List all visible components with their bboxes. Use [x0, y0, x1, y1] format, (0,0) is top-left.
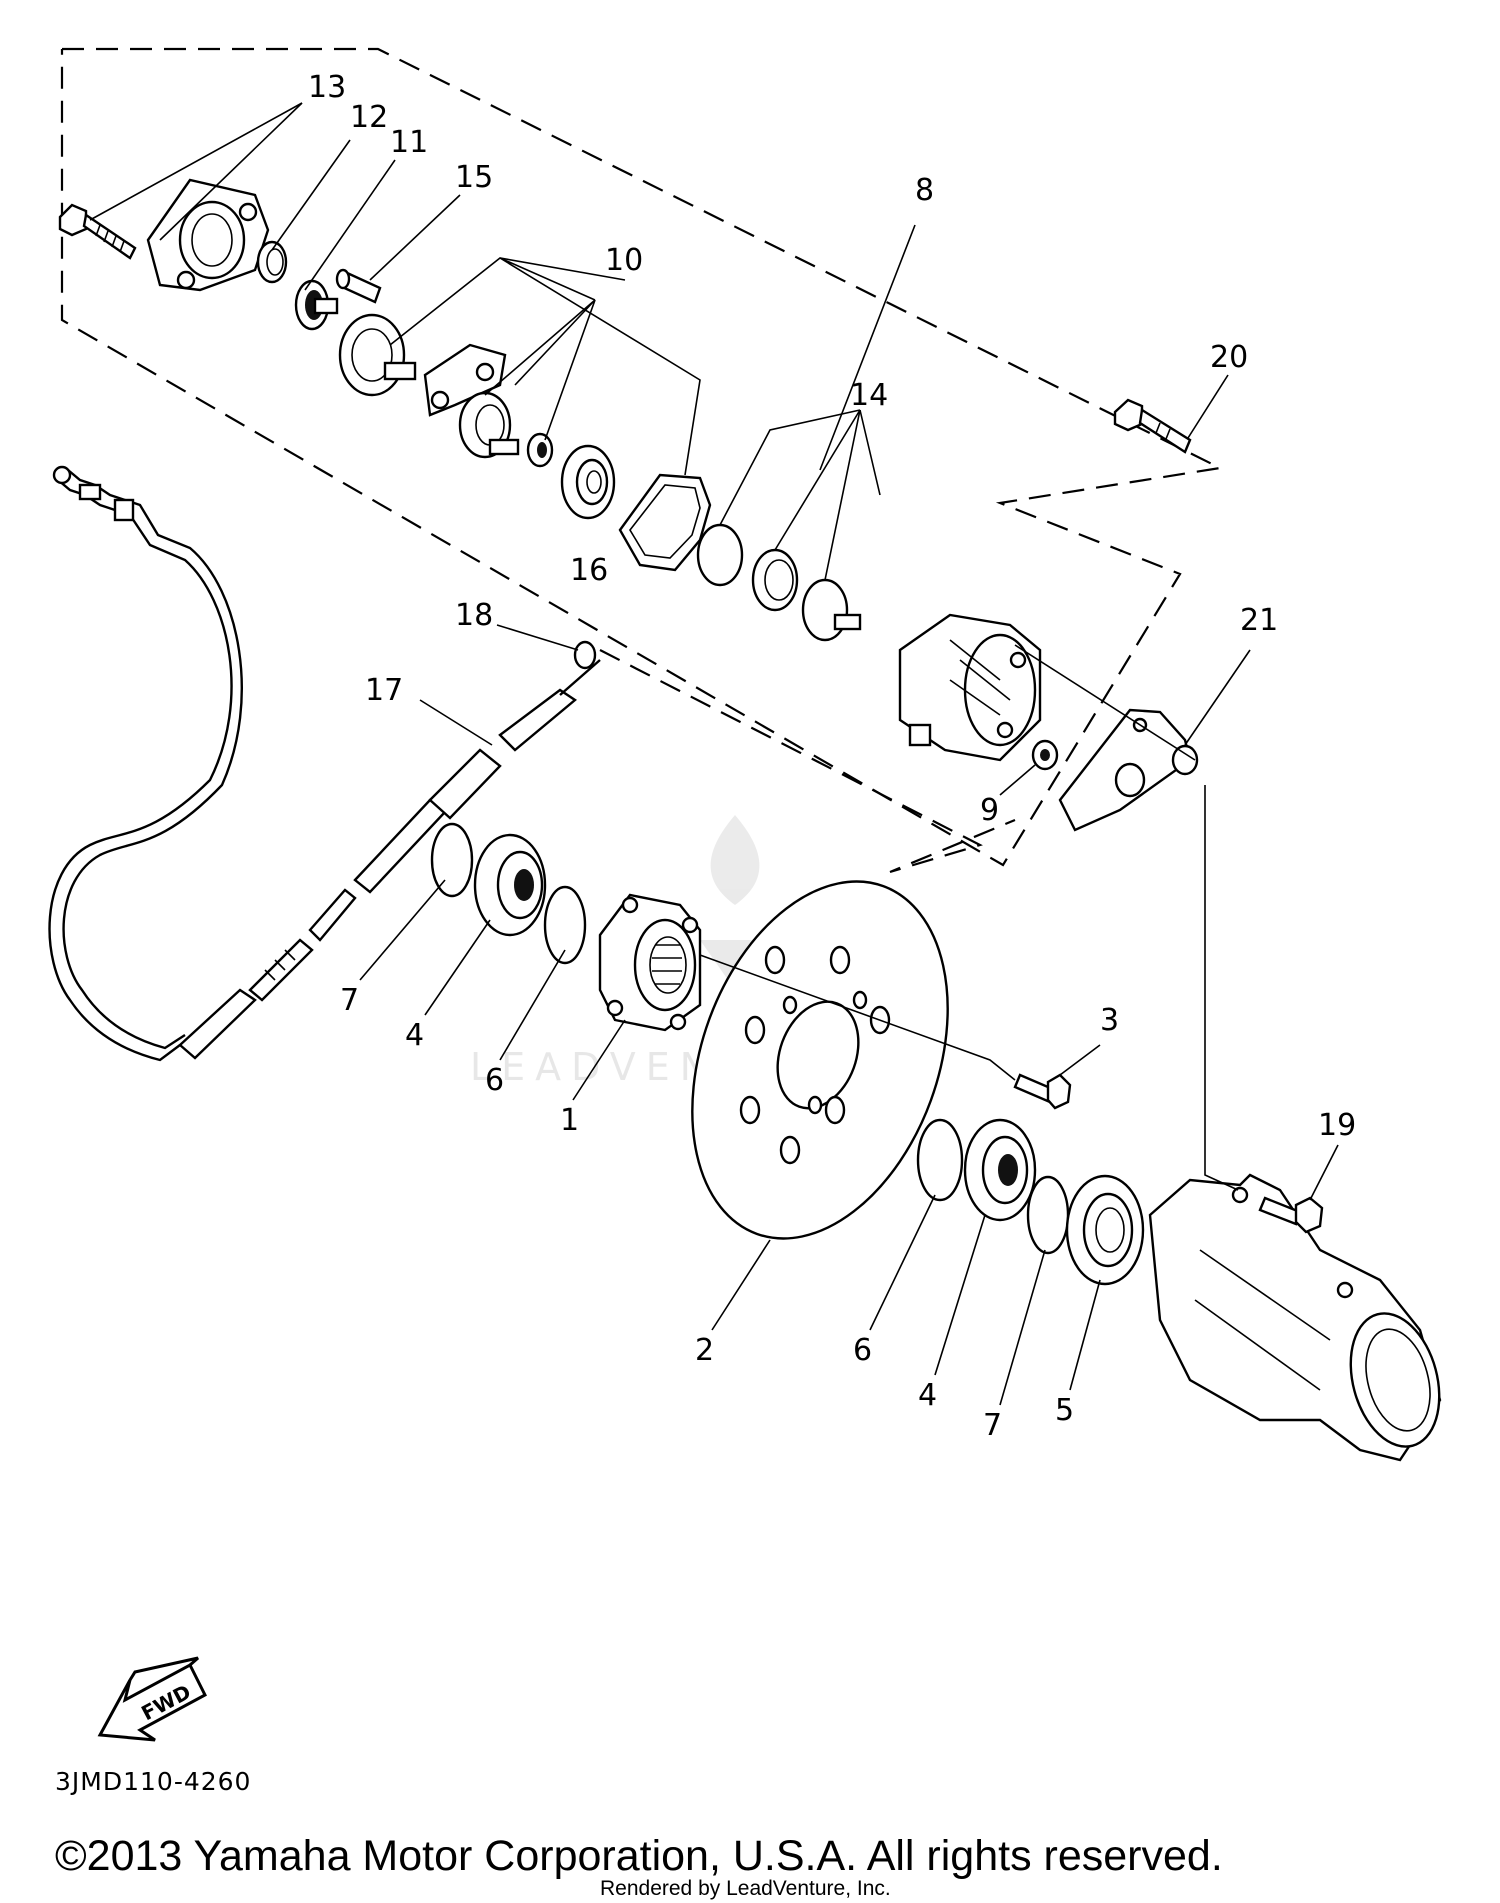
callout-16: 16: [570, 553, 608, 588]
callout-18: 18: [455, 598, 493, 633]
oil-seal-left: [473, 833, 547, 937]
callout-21: 21: [1240, 603, 1278, 638]
o-ring-inner-right: [916, 1118, 964, 1202]
gasket: [618, 473, 712, 572]
callout-13: 13: [308, 70, 346, 105]
disc-bolt: [1013, 1073, 1072, 1110]
callout-6-left: 6: [485, 1063, 504, 1098]
callout-19: 19: [1318, 1108, 1356, 1143]
caliper-body: [898, 613, 1042, 762]
brake-hub: [598, 893, 702, 1032]
leader-lines: [89, 102, 1339, 1406]
small-nut: [526, 432, 554, 468]
hub-to-disc-line: [699, 954, 1016, 1081]
adjuster-plate: [423, 343, 507, 417]
axle-housing: [1148, 1173, 1442, 1462]
callout-4-left: 4: [405, 1018, 424, 1053]
bearing: [560, 444, 616, 520]
forward-direction-arrow-icon: FWD: [97, 1656, 207, 1742]
caliper-bolt: [58, 203, 137, 260]
oil-seal-right: [963, 1118, 1037, 1222]
diagram-code: 3JMD110-4260: [55, 1767, 251, 1796]
caliper-mounting-bracket: [1058, 708, 1199, 832]
caliper-cover-bracket: [146, 178, 270, 292]
clip: [573, 640, 597, 670]
callout-labels: 13 12 11 15 10 8 20 14 16 18 17 21 9 7 4…: [308, 70, 1356, 1443]
rendered-by-credit: Rendered by LeadVenture, Inc.: [600, 1877, 891, 1900]
callout-7-right: 7: [983, 1408, 1002, 1443]
callout-8: 8: [915, 173, 934, 208]
piston-with-pin: [801, 578, 862, 642]
pin: [335, 268, 382, 304]
callout-4-right: 4: [918, 1378, 937, 1413]
callout-5: 5: [1055, 1393, 1074, 1428]
callout-17: 17: [365, 673, 403, 708]
o-ring-inner-left: [543, 885, 587, 965]
piston: [751, 548, 799, 612]
oil-seal: [1065, 1174, 1145, 1286]
callout-1: 1: [560, 1103, 579, 1138]
bolt: [1113, 398, 1192, 454]
callout-11: 11: [390, 125, 428, 160]
o-ring-right: [1026, 1175, 1070, 1255]
callout-6-right: 6: [853, 1333, 872, 1368]
callout-12: 12: [350, 100, 388, 135]
adjuster-cam: [338, 313, 417, 397]
callout-20: 20: [1210, 340, 1248, 375]
copyright-notice: ©2013 Yamaha Motor Corporation, U.S.A. A…: [55, 1832, 1223, 1880]
callout-7-left: 7: [340, 983, 359, 1018]
brake-disc: [691, 880, 949, 1240]
seal-ring: [256, 240, 288, 284]
cable-routing-dashed-line: [599, 649, 1016, 874]
brake-cable: [48, 465, 601, 1062]
housing-bolt: [1258, 1196, 1324, 1234]
callout-3: 3: [1100, 1003, 1119, 1038]
callout-10: 10: [605, 243, 643, 278]
callout-9: 9: [980, 793, 999, 828]
adjuster-screw-assembly: [458, 391, 520, 459]
o-ring-left: [430, 822, 474, 898]
bracket-to-caliper-line: [1014, 644, 1196, 761]
caliper-nut: [1031, 739, 1059, 771]
callout-15: 15: [455, 160, 493, 195]
callout-2: 2: [695, 1333, 714, 1368]
o-ring: [696, 523, 744, 587]
bearing-with-shaft: [294, 279, 339, 331]
callout-14: 14: [850, 378, 888, 413]
caliper-assembly-boundary: [60, 47, 1224, 867]
bracket-to-housing-line: [1204, 785, 1239, 1191]
